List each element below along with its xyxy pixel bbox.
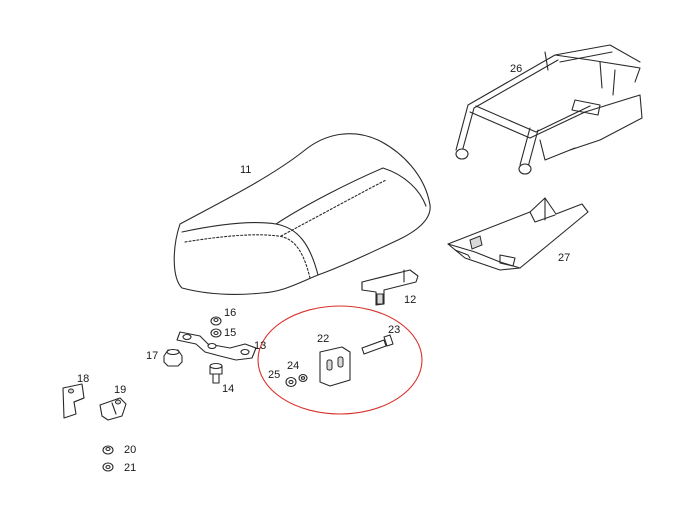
part-20-nut[interactable]	[102, 445, 114, 455]
part-11-seat[interactable]	[173, 133, 431, 295]
part-15-washer[interactable]	[210, 328, 222, 338]
callout-26: 26	[510, 63, 522, 75]
callout-14: 14	[222, 383, 234, 395]
callout-23: 23	[388, 324, 400, 336]
part-21-washer[interactable]	[102, 462, 114, 472]
callout-15: 15	[224, 327, 236, 339]
callout-11: 11	[240, 164, 251, 176]
part-16-nut[interactable]	[210, 316, 222, 326]
part-23-bolt[interactable]	[361, 334, 394, 355]
part-26-rear-rack[interactable]	[455, 44, 643, 175]
callout-18: 18	[77, 373, 89, 385]
highlight-circle	[257, 305, 423, 415]
callout-13: 13	[254, 340, 266, 352]
part-25-nut[interactable]	[285, 376, 297, 388]
part-19-clip[interactable]	[99, 397, 127, 421]
callout-19: 19	[114, 384, 126, 396]
callout-20: 20	[124, 444, 136, 456]
part-17-cap-nut[interactable]	[163, 348, 183, 367]
part-22-latch-plate[interactable]	[319, 346, 351, 387]
callout-16: 16	[224, 307, 236, 319]
part-13-lock-plate[interactable]	[176, 331, 257, 361]
part-12-hinge-bracket[interactable]	[361, 269, 419, 306]
callout-17: 17	[146, 350, 158, 362]
callout-22: 22	[317, 333, 329, 345]
callout-27: 27	[558, 252, 570, 264]
part-18-clip[interactable]	[62, 383, 85, 419]
callout-24: 24	[287, 360, 299, 372]
part-14-stud[interactable]	[209, 362, 223, 384]
part-24-washer[interactable]	[298, 373, 308, 383]
callout-25: 25	[268, 369, 280, 381]
callout-21: 21	[124, 462, 136, 474]
callout-12: 12	[404, 294, 416, 306]
part-27-seat-tray[interactable]	[447, 197, 589, 271]
